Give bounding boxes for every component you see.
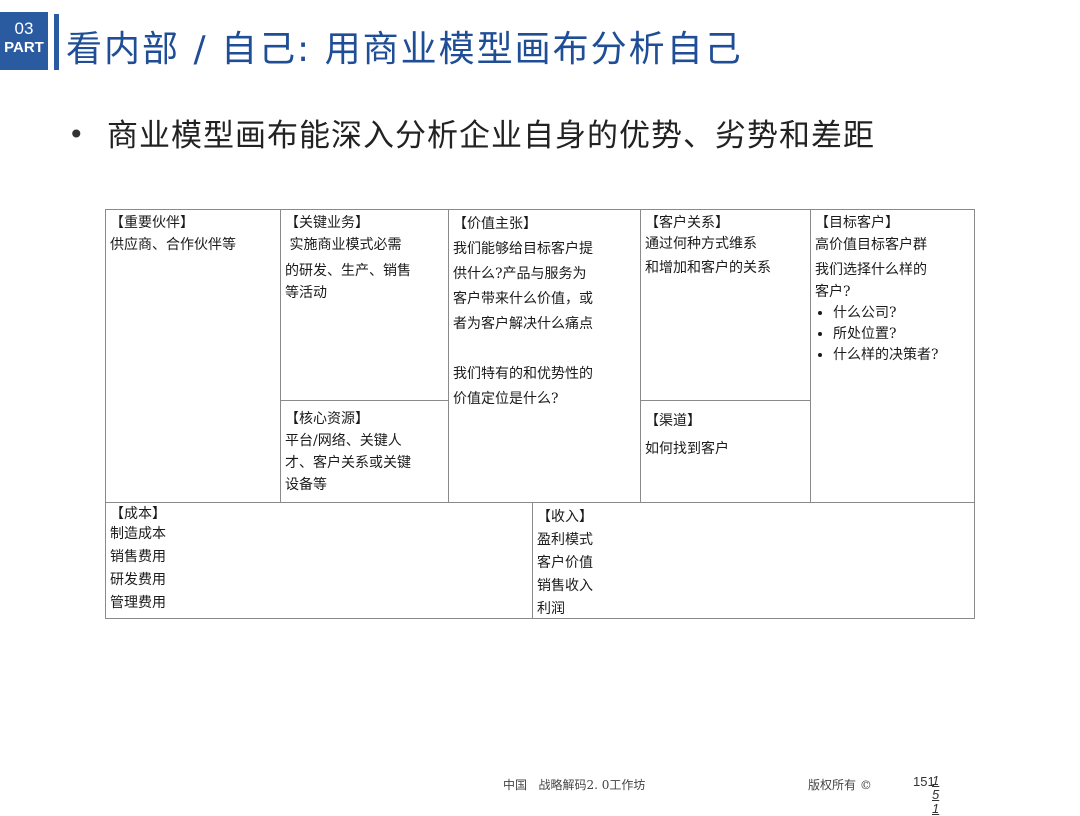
slide-title: 看内部 / 自己: 用商业模型画布分析自己	[66, 29, 743, 70]
cell-line: 如何找到客户	[645, 441, 729, 457]
cell-line: 客户价值	[537, 555, 593, 571]
cell-line: 我们选择什么样的	[815, 262, 927, 278]
cell-line: 等活动	[285, 285, 327, 301]
divider	[106, 502, 974, 503]
cell-heading: 【核心资源】	[285, 411, 369, 427]
cell-line: 客户?	[815, 284, 851, 300]
cell-line: 销售费用	[110, 549, 166, 565]
cell-key-resources: 【核心资源】 平台/网络、关键人 才、客户关系或关键 设备等	[281, 406, 448, 502]
cell-line: 盈利模式	[537, 532, 593, 548]
cell-customer-segments: 【目标客户】 高价值目标客户群 我们选择什么样的 客户? 什么公司? 所处位置?…	[811, 210, 974, 502]
divider	[640, 400, 810, 401]
cell-value-proposition: 【价值主张】 我们能够给目标客户提 供什么?产品与服务为 客户带来什么价值，或 …	[449, 210, 640, 502]
cell-key-partners: 【重要伙伴】 供应商、合作伙伴等	[106, 210, 280, 502]
cell-line: 高价值目标客户群	[815, 237, 927, 253]
cell-heading: 【重要伙伴】	[110, 215, 194, 231]
cell-customer-relationships: 【客户关系】 通过何种方式维系 和增加和客户的关系	[641, 210, 810, 400]
bullet-dot: •	[68, 118, 85, 151]
cell-channels: 【渠道】 如何找到客户	[641, 408, 810, 502]
cell-line: 制造成本	[110, 526, 166, 542]
page-number: 151	[913, 774, 935, 789]
cell-heading: 【目标客户】	[815, 215, 899, 231]
part-number: 03	[14, 19, 34, 38]
cell-heading: 【关键业务】	[285, 215, 369, 231]
footer-copyright: 版权所有 ©	[808, 778, 872, 792]
bullet-text: 商业模型画布能深入分析企业自身的优势、劣势和差距	[107, 118, 875, 154]
cell-line: 客户带来什么价值，或	[453, 291, 593, 307]
cell-line: 通过何种方式维系	[645, 236, 757, 252]
cell-key-activities: 【关键业务】 实施商业模式必需 的研发、生产、销售 等活动	[281, 210, 448, 400]
footer-workshop: 中国 战略解码2. 0工作坊	[503, 778, 646, 792]
cell-line: 供什么?产品与服务为	[453, 266, 587, 282]
part-label: PART	[4, 39, 44, 56]
cell-line: 利润	[537, 601, 565, 617]
cell-line: 的研发、生产、销售	[285, 263, 411, 279]
divider	[640, 210, 641, 502]
cell-heading: 【客户关系】	[645, 215, 729, 231]
cell-heading: 【价值主张】	[453, 216, 537, 232]
cell-heading: 【渠道】	[645, 413, 701, 429]
list-item: 什么样的决策者?	[833, 345, 970, 366]
cell-line: 才、客户关系或关键	[285, 455, 411, 471]
list-item: 所处位置?	[833, 324, 970, 345]
cell-line: 销售收入	[537, 578, 593, 594]
cell-revenue-streams: 【收入】 盈利模式 客户价值 销售收入 利润	[533, 503, 974, 619]
cell-line: 平台/网络、关键人	[285, 433, 402, 449]
cell-line: 设备等	[285, 477, 327, 493]
divider	[532, 502, 533, 618]
cell-line: 我们能够给目标客户提	[453, 241, 593, 257]
divider	[448, 210, 449, 502]
cell-line: 供应商、合作伙伴等	[110, 237, 236, 253]
cell-spacer	[453, 337, 636, 362]
divider	[280, 400, 448, 401]
page-number-field: 151	[932, 773, 940, 816]
cell-line: 研发费用	[110, 572, 166, 588]
cell-line: 者为客户解决什么痛点	[453, 316, 593, 332]
segment-bullet-list: 什么公司? 所处位置? 什么样的决策者?	[815, 303, 970, 366]
cell-line: 价值定位是什么?	[453, 391, 559, 407]
business-model-canvas: 【重要伙伴】 供应商、合作伙伴等 【关键业务】 实施商业模式必需 的研发、生产、…	[105, 209, 975, 619]
cell-line: 我们特有的和优势性的	[453, 366, 593, 382]
cell-cost-structure: 【成本】 制造成本 销售费用 研发费用 管理费用	[106, 503, 532, 619]
divider	[280, 210, 281, 502]
title-accent-bar	[54, 14, 59, 70]
cell-heading: 【成本】	[110, 506, 166, 522]
cell-heading: 【收入】	[537, 509, 593, 525]
part-badge: 03 PART	[0, 12, 48, 70]
cell-line: 管理费用	[110, 595, 166, 611]
cell-line: 和增加和客户的关系	[645, 260, 771, 276]
cell-line: 实施商业模式必需	[285, 237, 402, 253]
divider	[810, 210, 811, 502]
list-item: 什么公司?	[833, 303, 970, 324]
